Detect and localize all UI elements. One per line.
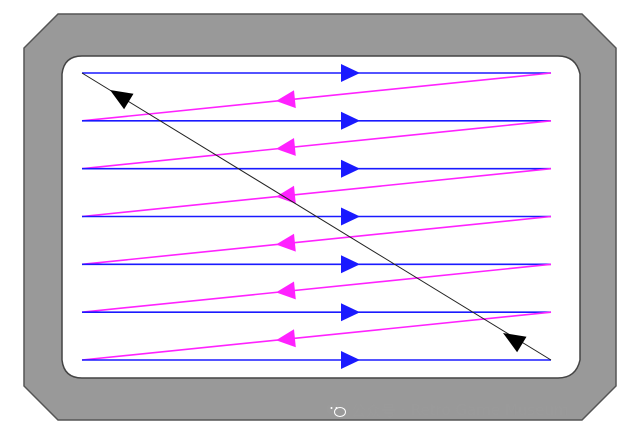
scanline-arrow-7: [341, 351, 360, 369]
retrace-arrow-5: [276, 281, 296, 300]
retrace-arrow-1: [276, 90, 296, 109]
retrace-arrow-4: [276, 233, 296, 252]
horizontal-retrace-2: [81, 120, 552, 170]
watermark-separator: ·: [401, 401, 406, 419]
retrace-arrow-3: [276, 185, 296, 204]
vertical-retrace-arrow-top: [110, 90, 134, 110]
horizontal-retrace-5: [81, 263, 552, 313]
horizontal-retrace-4: [81, 215, 552, 266]
scanline-arrow-5: [341, 255, 360, 274]
horizontal-retrace-6: [81, 311, 552, 361]
scanline-arrow-4: [341, 207, 360, 226]
watermark-name: Retro Game Museum: [410, 401, 569, 419]
vertical-retrace-arrow-bottom: [503, 333, 527, 353]
retrace-arrow-6: [276, 329, 296, 348]
horizontal-retrace-1: [81, 72, 552, 122]
watermark: 公众号 · Retro Game Museum: [326, 399, 568, 421]
horizontal-retrace-3: [81, 167, 552, 218]
watermark-channel-label: 公众号: [351, 401, 397, 420]
wechat-icon: [326, 403, 346, 417]
scanline-arrow-3: [341, 159, 360, 178]
scanline-arrow-1: [341, 64, 360, 82]
vertical-retrace-line: [81, 72, 552, 361]
retrace-arrow-2: [276, 138, 296, 156]
scanline-arrow-6: [341, 303, 360, 322]
scanline-arrow-2: [341, 111, 360, 130]
